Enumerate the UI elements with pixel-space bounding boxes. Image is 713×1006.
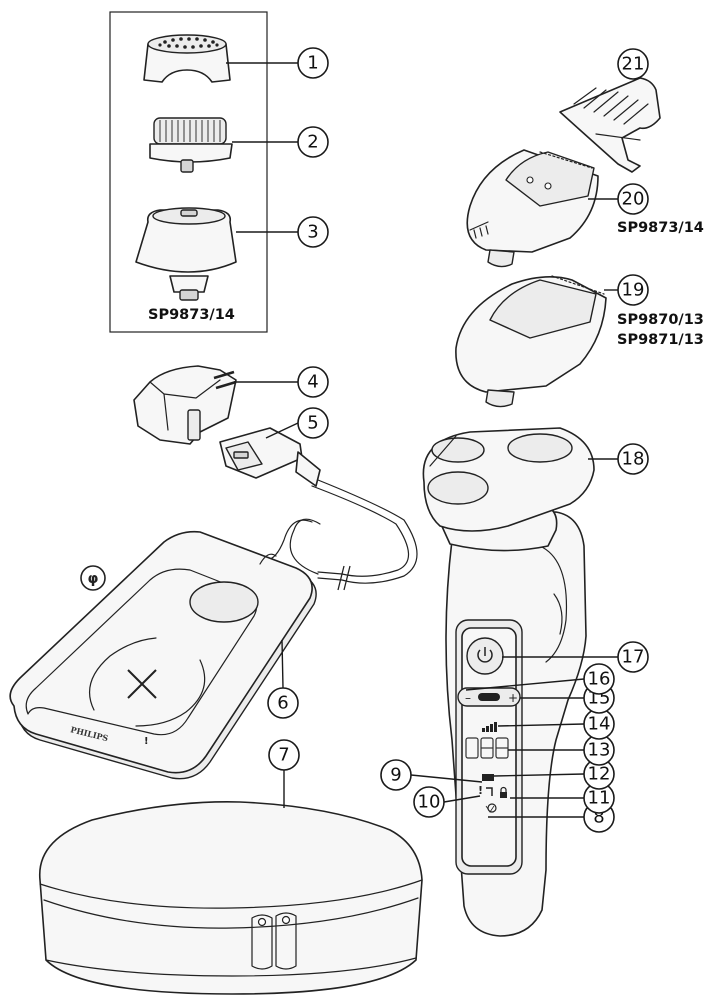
callout-number: 21 xyxy=(622,54,645,75)
callout-number: 2 xyxy=(307,132,318,153)
callout-number: 4 xyxy=(307,372,318,393)
trimmer-19-model-label-1: SP9870/13 xyxy=(617,312,704,328)
usb-cable xyxy=(219,427,418,591)
callout-5: 5 xyxy=(297,407,329,439)
callout-number: 5 xyxy=(307,413,318,434)
trimmer-19-model-label-2: SP9871/13 xyxy=(617,332,704,348)
callout-number: 17 xyxy=(622,647,645,668)
qi-wireless-icon: φ xyxy=(80,565,106,591)
power-icon xyxy=(477,647,493,663)
lock-icon xyxy=(500,786,507,798)
callout-3: 3 xyxy=(297,216,329,248)
callout-number: 20 xyxy=(622,189,645,210)
callout-2: 2 xyxy=(297,126,329,158)
attachments-model-label: SP9873/14 xyxy=(148,307,235,323)
callout-19: 19 xyxy=(617,274,649,306)
trimmer-20-model-label: SP9873/14 xyxy=(617,220,704,236)
callout-4: 4 xyxy=(297,366,329,398)
callout-13: 13 xyxy=(583,734,615,766)
trimmer-attachment-20 xyxy=(466,149,599,268)
callout-number: 14 xyxy=(588,714,611,735)
callout-number: 18 xyxy=(622,449,645,470)
charging-pad: PHILIPS ! xyxy=(9,530,317,780)
svg-text:φ: φ xyxy=(88,571,99,587)
callout-7: 7 xyxy=(268,739,300,771)
callout-number: 10 xyxy=(418,792,441,813)
callout-12: 12 xyxy=(583,758,615,790)
brush-head xyxy=(149,117,233,173)
battery-icon xyxy=(482,774,494,781)
shaver: – + ! xyxy=(422,427,595,937)
callout-number: 8 xyxy=(593,807,604,828)
callout-18: 18 xyxy=(617,443,649,475)
callout-number: 6 xyxy=(277,693,288,714)
travel-case xyxy=(39,801,423,995)
callout-number: 3 xyxy=(307,222,318,243)
replace-heads-icon: ! xyxy=(478,784,483,797)
callout-10: 10 xyxy=(413,786,445,818)
attachments-box xyxy=(109,11,268,333)
callout-number: 16 xyxy=(588,669,611,690)
callout-number: 13 xyxy=(588,740,611,761)
callout-17: 17 xyxy=(617,641,649,673)
callout-11: 11 xyxy=(583,782,615,814)
callout-1: 1 xyxy=(297,47,329,79)
trimmer-attachment-19 xyxy=(455,275,607,408)
callout-14: 14 xyxy=(583,708,615,740)
minus-icon: – xyxy=(465,691,471,705)
lcd-digits xyxy=(465,737,509,759)
power-adapter xyxy=(133,365,237,445)
leader-lines xyxy=(226,62,633,818)
pad-warning-symbol: ! xyxy=(144,736,149,747)
plus-icon: + xyxy=(508,691,518,705)
callout-number: 1 xyxy=(307,53,318,74)
cleansing-brush-cap xyxy=(143,34,231,83)
callout-number: 7 xyxy=(278,745,289,766)
callout-6: 6 xyxy=(267,687,299,719)
callout-21: 21 xyxy=(617,48,649,80)
cleaning-icon xyxy=(487,803,497,813)
callout-number: 11 xyxy=(588,788,611,809)
callout-16: 16 xyxy=(583,663,615,695)
travel-lock-icon xyxy=(486,787,493,796)
callout-number: 12 xyxy=(588,764,611,785)
callout-9: 9 xyxy=(380,759,412,791)
attachment-adapter xyxy=(135,207,237,301)
callout-20: 20 xyxy=(617,183,649,215)
callout-number: 19 xyxy=(622,280,645,301)
callout-number: 9 xyxy=(390,765,401,786)
comb-attachment xyxy=(559,77,661,173)
speed-setting-bars xyxy=(482,722,497,732)
